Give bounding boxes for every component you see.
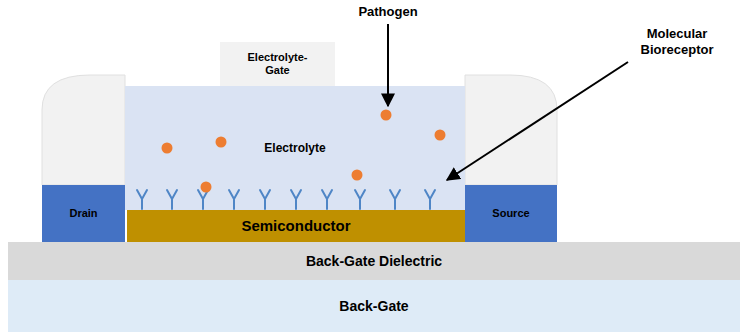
pathogen-particle [216, 137, 227, 148]
bioreceptor-symbol [167, 190, 177, 209]
bioreceptor-symbol [229, 190, 239, 209]
leader-arrow [387, 24, 389, 106]
semiconductor-layer: Semiconductor [127, 210, 465, 242]
pathogen-particle [352, 170, 363, 181]
layer-label: Semiconductor [241, 217, 350, 235]
bioreceptor-symbol [425, 190, 435, 209]
layer-label: Back-Gate [339, 298, 408, 315]
pathogen-group [162, 110, 446, 193]
pathogen-particle [435, 130, 446, 141]
layer-label: Back-Gate Dielectric [306, 253, 442, 270]
left-spacer [42, 75, 125, 185]
right-spacer [465, 75, 557, 185]
layer-label: Electrolyte- Gate [238, 51, 318, 77]
bioreceptor-symbol [198, 190, 208, 209]
bioreceptor-symbol [390, 190, 400, 209]
bioreceptor-label: Molecular Bioreceptor [622, 26, 732, 59]
pathogen-particle [162, 143, 173, 154]
bioreceptor-symbol [322, 190, 332, 209]
drain-contact: Drain [42, 185, 125, 242]
bioreceptor-symbol [260, 190, 270, 209]
bioreceptor-symbol [355, 190, 365, 209]
pathogen-particle [381, 110, 392, 121]
dielectric-layer: Back-Gate Dielectric [8, 242, 740, 280]
electrolyte-gate: Electrolyte- Gate [220, 42, 335, 86]
layer-label: Drain [69, 207, 97, 220]
back-gate-layer: Back-Gate [8, 280, 740, 332]
bioreceptor-symbol [291, 190, 301, 209]
bioreceptor-group [137, 190, 435, 209]
source-contact: Source [465, 185, 557, 242]
pathogen-particle [201, 182, 212, 193]
leader-arrow [447, 62, 628, 180]
layer-label: Source [492, 207, 529, 220]
pathogen-label: Pathogen [338, 4, 438, 20]
bioreceptor-symbol [137, 190, 147, 209]
layer-label: Electrolyte [264, 141, 325, 155]
